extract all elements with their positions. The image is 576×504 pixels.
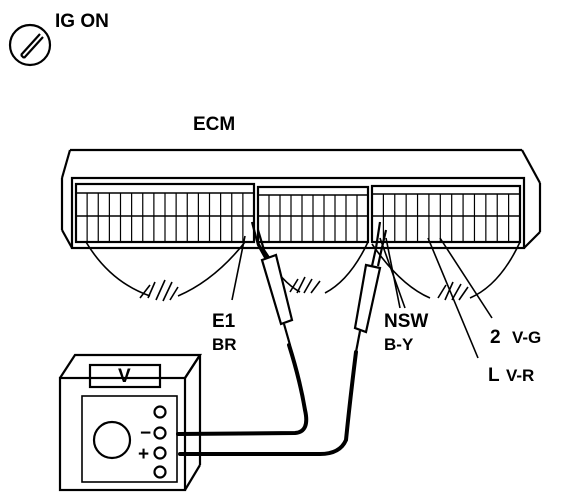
meter-jack-plus[interactable] [153, 446, 167, 460]
connector-right [370, 184, 522, 244]
terminal-leaders [231, 235, 493, 359]
meter-jack-4[interactable] [153, 465, 167, 479]
terminal-l-wire: V-R [506, 366, 534, 385]
wire-harness [85, 241, 521, 302]
ignition-key-icon [8, 23, 52, 67]
meter-dial[interactable] [92, 420, 132, 460]
meter-plus-label: + [138, 444, 149, 465]
voltmeter: V − + [58, 353, 203, 492]
terminal-l-name: L [488, 365, 500, 386]
terminal-2-wire: V-G [512, 328, 541, 347]
meter-minus-label: − [140, 423, 151, 444]
terminal-nsw-name: NSW [384, 311, 428, 332]
terminal-nsw-wire: B-Y [384, 335, 414, 354]
meter-jack-minus[interactable] [153, 426, 167, 440]
meter-mode-label: V [118, 366, 131, 387]
probe-right [178, 221, 388, 456]
ecm-title: ECM [193, 114, 235, 135]
ecm-housing [60, 148, 542, 250]
terminal-e1-name: E1 [212, 311, 236, 332]
terminal-2-name: 2 [490, 327, 501, 348]
ignition-label: IG ON [55, 11, 109, 32]
meter-display [88, 363, 162, 389]
meter-jack-1[interactable] [153, 405, 167, 419]
terminal-e1-wire: BR [212, 335, 237, 354]
probe-left [176, 221, 309, 436]
connector-pins [86, 193, 510, 242]
